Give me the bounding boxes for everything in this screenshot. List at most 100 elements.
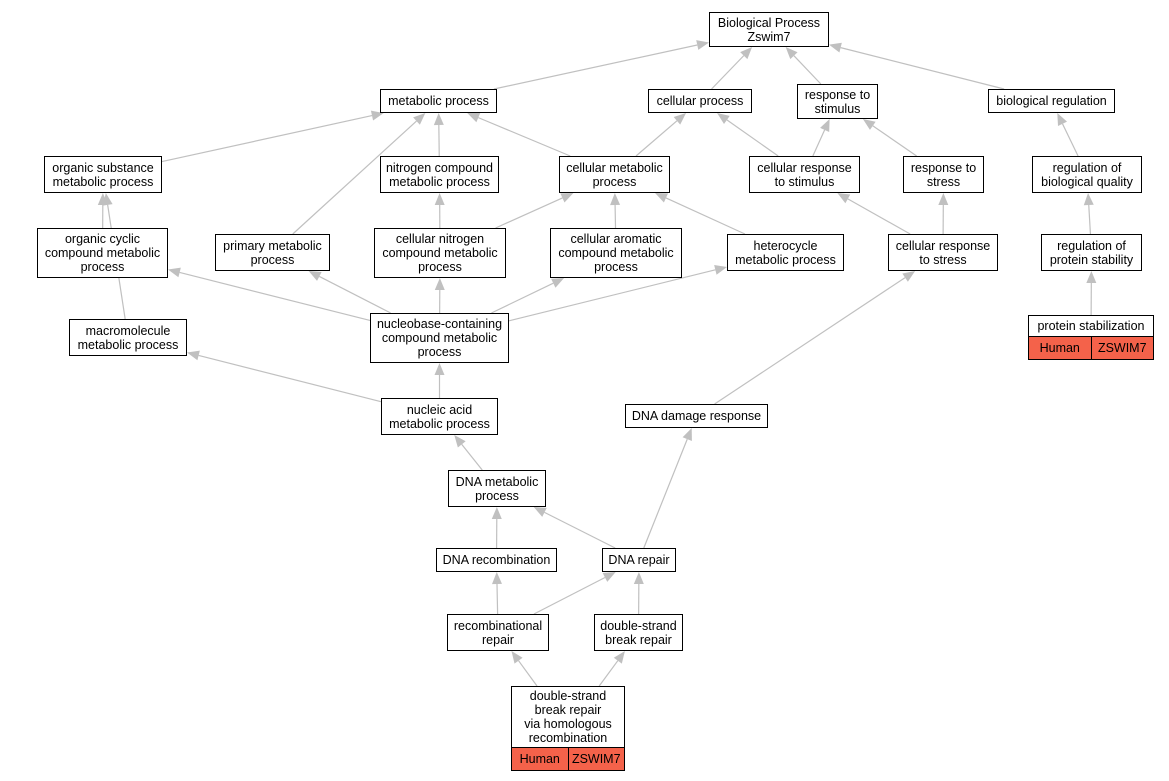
edge-arrowhead [413,113,426,125]
node-nitrogen-compound-metabolic-process[interactable]: nitrogen compound metabolic process [380,156,499,193]
edge-arrowhead [1083,193,1094,206]
edge-line [635,120,678,157]
node-cellular-response-to-stress[interactable]: cellular response to stress [888,234,998,271]
edge-line [847,198,911,235]
node-response-to-stimulus[interactable]: response to stimulus [797,84,878,119]
edge-arrowhead [491,507,502,520]
edge-line [643,438,688,549]
edge-line [161,114,373,163]
edge-arrowhead [785,47,798,60]
node-dsb-repair-via-homologous-recombination[interactable]: double-strand break repair via homologou… [511,686,625,771]
edge-line [496,583,499,615]
edge-line [292,120,417,235]
edge-line [711,55,745,90]
node-cellular-metabolic-process[interactable]: cellular metabolic process [559,156,670,193]
edge-arrowhead [168,267,181,278]
node-biological-regulation[interactable]: biological regulation [988,89,1115,113]
edge-arrowhead [938,193,949,206]
node-organic-substance-metabolic-process[interactable]: organic substance metabolic process [44,156,162,193]
edge-line [598,660,619,687]
edge-line [508,269,716,322]
edge-arrowhead [740,47,753,60]
edge-arrowhead [1086,271,1097,284]
gene-tag[interactable]: ZSWIM7 [1090,337,1153,359]
node-nucleobase-containing-compound-metabolic-process[interactable]: nucleobase-containing compound metabolic… [370,313,509,363]
node-dna-repair[interactable]: DNA repair [602,548,676,572]
edge-line [840,47,1005,90]
node-protein-stabilization[interactable]: protein stabilization Human ZSWIM7 [1028,315,1154,360]
node-heterocycle-metabolic-process[interactable]: heterocycle metabolic process [727,234,844,271]
edge-arrowhead [837,193,851,204]
edge-line [793,55,822,85]
edge-arrowhead [467,113,481,123]
edge-arrowhead [862,119,876,130]
edge-arrowhead [714,264,727,275]
edge-line [1061,123,1079,157]
edge-line [544,511,616,549]
edge-line [1088,204,1092,235]
edge-arrowhead [696,40,709,50]
edge-arrowhead [1057,113,1068,126]
node-cellular-response-to-stimulus[interactable]: cellular response to stimulus [749,156,860,193]
edge-arrowhead [560,193,574,203]
edge-arrowhead [102,193,113,206]
node-organic-cyclic-compound-metabolic-process[interactable]: organic cyclic compound metabolic proces… [37,228,168,278]
edge-line [319,275,391,314]
edge-line [714,277,906,405]
edge-line [461,444,483,471]
edge-arrowhead [308,271,322,281]
edge-arrowhead [682,428,692,441]
edge-line [478,117,571,157]
edge-arrowhead [717,113,730,124]
edge-line [491,282,554,314]
edge-arrowhead [655,193,669,203]
edge-arrowhead [434,278,445,291]
gene-tag[interactable]: ZSWIM7 [567,748,624,770]
edge-arrowhead [551,278,565,288]
edge-arrowhead [610,193,621,206]
edge-line [533,576,606,615]
edge-arrowhead [434,363,445,375]
annotation-row: Human ZSWIM7 [1029,336,1153,359]
edge-line [179,271,371,322]
node-metabolic-process[interactable]: metabolic process [380,89,497,113]
edge-arrowhead [820,119,830,132]
edge-line [493,44,698,90]
species-tag[interactable]: Human [512,748,568,770]
edge-arrowhead [602,572,616,582]
edge-arrowhead [187,350,200,361]
edge-line [726,119,779,157]
node-primary-metabolic-process[interactable]: primary metabolic process [215,234,330,271]
node-label: double-strand break repair via homologou… [524,689,612,745]
edge-arrowhead [829,42,842,53]
edge-arrowhead [613,651,625,664]
node-response-to-stress[interactable]: response to stress [903,156,984,193]
species-tag[interactable]: Human [1029,337,1091,359]
node-recombinational-repair[interactable]: recombinational repair [447,614,549,651]
node-macromolecule-metabolic-process[interactable]: macromolecule metabolic process [69,319,187,356]
edge-line [812,129,826,157]
node-dna-metabolic-process[interactable]: DNA metabolic process [448,470,546,507]
node-label: protein stabilization [1037,319,1145,333]
edge-line [872,125,917,157]
node-cellular-nitrogen-compound-metabolic-process[interactable]: cellular nitrogen compound metabolic pro… [374,228,506,278]
node-cellular-aromatic-compound-metabolic-process[interactable]: cellular aromatic compound metabolic pro… [550,228,682,278]
node-nucleic-acid-metabolic-process[interactable]: nucleic acid metabolic process [381,398,498,435]
node-cellular-process[interactable]: cellular process [648,89,752,113]
node-regulation-of-protein-stability[interactable]: regulation of protein stability [1041,234,1142,271]
edge-line [665,197,746,235]
edge-arrowhead [434,193,445,206]
node-dna-damage-response[interactable]: DNA damage response [625,404,768,428]
edge-arrowhead [491,572,502,585]
node-dna-recombination[interactable]: DNA recombination [436,548,557,572]
node-double-strand-break-repair[interactable]: double-strand break repair [594,614,683,651]
edge-line [495,197,563,229]
node-biological-process-root[interactable]: Biological Process Zswim7 [709,12,829,47]
edge-line [198,354,382,403]
edge-line [518,660,538,687]
node-regulation-of-biological-quality[interactable]: regulation of biological quality [1032,156,1142,193]
edge-arrowhead [633,572,644,585]
edge-arrowhead [533,507,547,517]
